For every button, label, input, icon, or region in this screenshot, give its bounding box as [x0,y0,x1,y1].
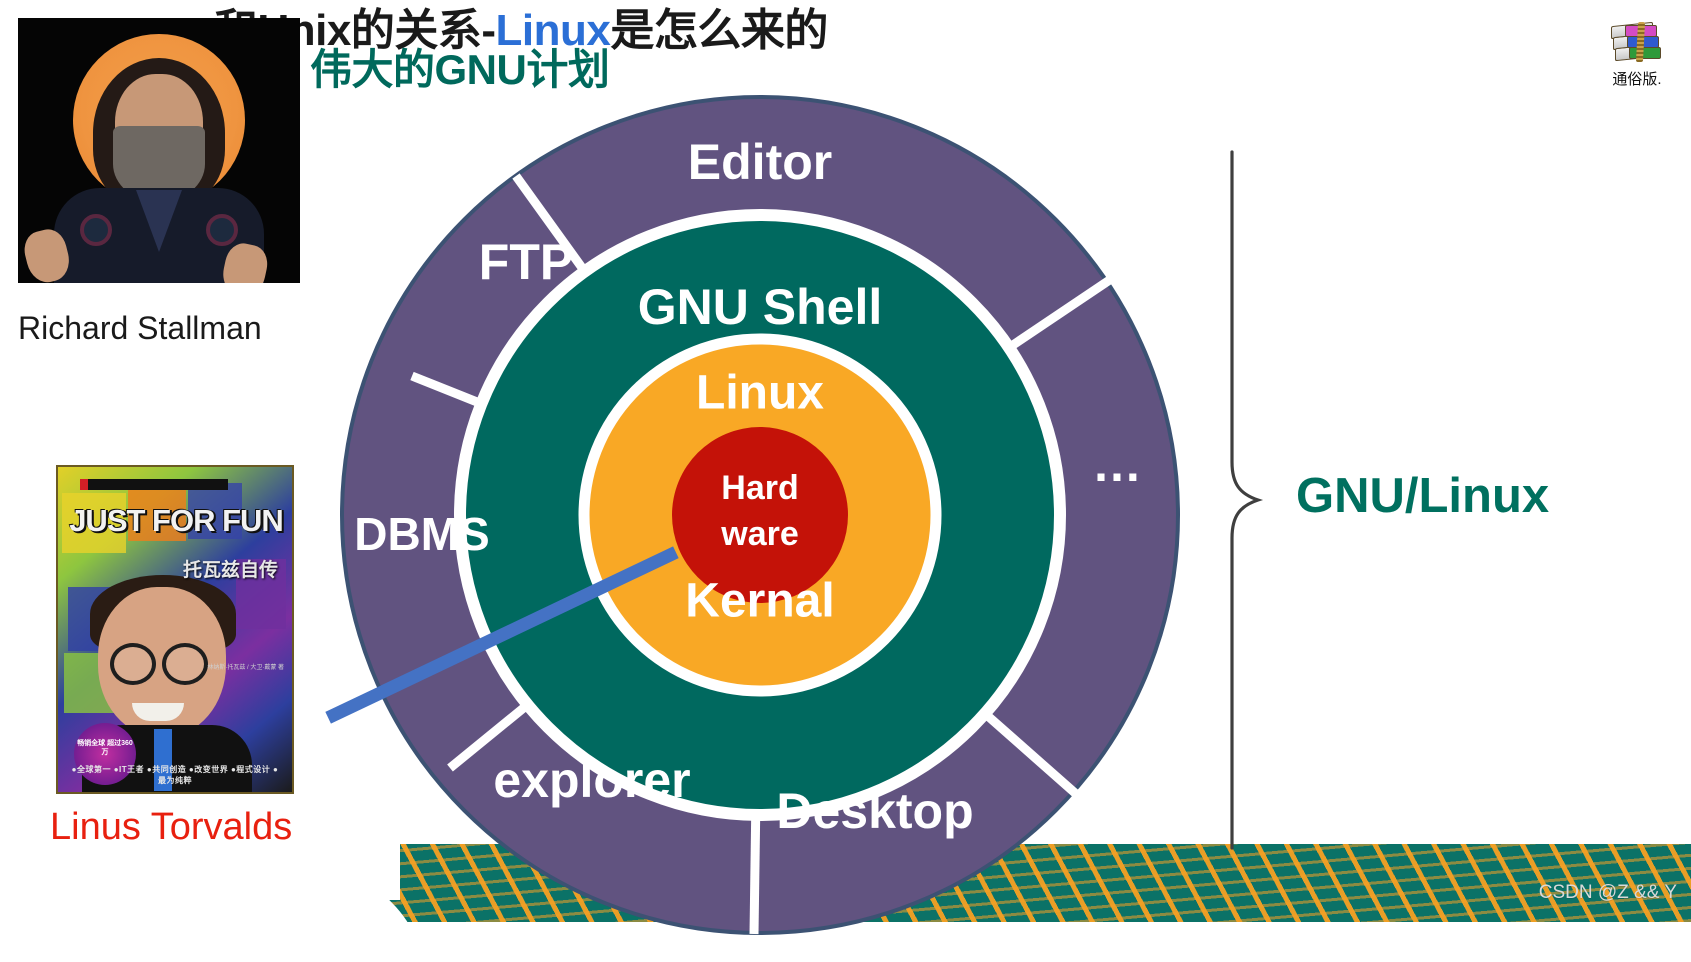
robe-patch-left [80,214,112,246]
cover-smile-shape [132,703,184,721]
segment-label-editor: Editor [688,134,832,190]
cover-block [188,483,242,539]
band-white-block-cutout [0,780,400,900]
cover-glasses-right [162,643,208,685]
book-footer-text: ●全球第一 ●IT王者 ●共同创造 ●改变世界 ●程式设计 ●最为纯粹 [71,765,279,785]
middle-ring-label: GNU Shell [638,279,882,335]
core-disc [672,427,848,603]
ring-diagram-svg: Editor FTP DBMS explorer Desktop … GNU S… [340,95,1180,935]
page-title: 和Unix的关系-Linux是怎么来的 [214,6,828,55]
inner-ring-label-bottom: Kernal [685,575,834,628]
gnu-linux-label: GNU/Linux [1296,469,1550,523]
brace-path [1230,150,1264,850]
segment-label-desktop: Desktop [776,783,973,839]
right-curly-brace [1218,150,1278,850]
book-badge: 畅销全球 超过360万 [74,723,136,785]
pointer-stroke [325,546,679,724]
stallman-photo [18,18,300,283]
book-right-text: 林纳斯·托瓦兹 / 大卫·戴蒙 著 [207,665,284,671]
desktop-file-shortcut[interactable]: 通俗版. [1594,18,1680,89]
robe-patch-right [206,214,238,246]
cover-glasses-left [110,643,156,685]
blue-pointer-line [322,535,682,725]
brace-svg [1230,150,1264,850]
book-badge-text: 畅销全球 超过360万 [77,740,133,757]
cover-tie-shape [154,729,172,791]
book-title: JUST FOR FUN [69,503,284,538]
segment-label-dbms: DBMS [354,508,489,560]
page-title-tail: 是怎么来的 [610,6,828,55]
torvalds-caption: Linus Torvalds [50,806,293,848]
core-label-line1: Hard [721,469,798,507]
core-label-line2: ware [720,515,799,553]
cover-top-bar [80,479,228,490]
pointer-line-svg [325,546,679,724]
cover-block [128,487,186,541]
page-title-accent: Linux [495,6,611,55]
concentric-ring-diagram: Editor FTP DBMS explorer Desktop … GNU S… [330,95,1190,935]
page-subtitle: 伟大的GNU计划 [310,46,610,93]
segment-label-ftp: FTP [479,234,573,290]
desktop-file-label: 通俗版. [1612,71,1662,88]
watermark: CSDN @Z && Y [1538,882,1677,903]
segment-label-explorer: explorer [493,752,690,808]
archive-stripe-green [1629,47,1661,59]
just-for-fun-book-cover: JUST FOR FUN 托瓦兹自传 林纳斯·托瓦兹 / 大卫·戴蒙 著 畅销全… [56,465,294,794]
cover-block [62,493,126,553]
segment-label-ellipsis: … [1092,436,1144,492]
inner-ring-label-top: Linux [696,367,824,420]
winrar-archive-icon[interactable] [1611,18,1663,64]
cover-block [236,559,286,629]
book-subtitle-cn: 托瓦兹自传 [182,560,278,581]
stallman-caption: Richard Stallman [18,310,262,346]
